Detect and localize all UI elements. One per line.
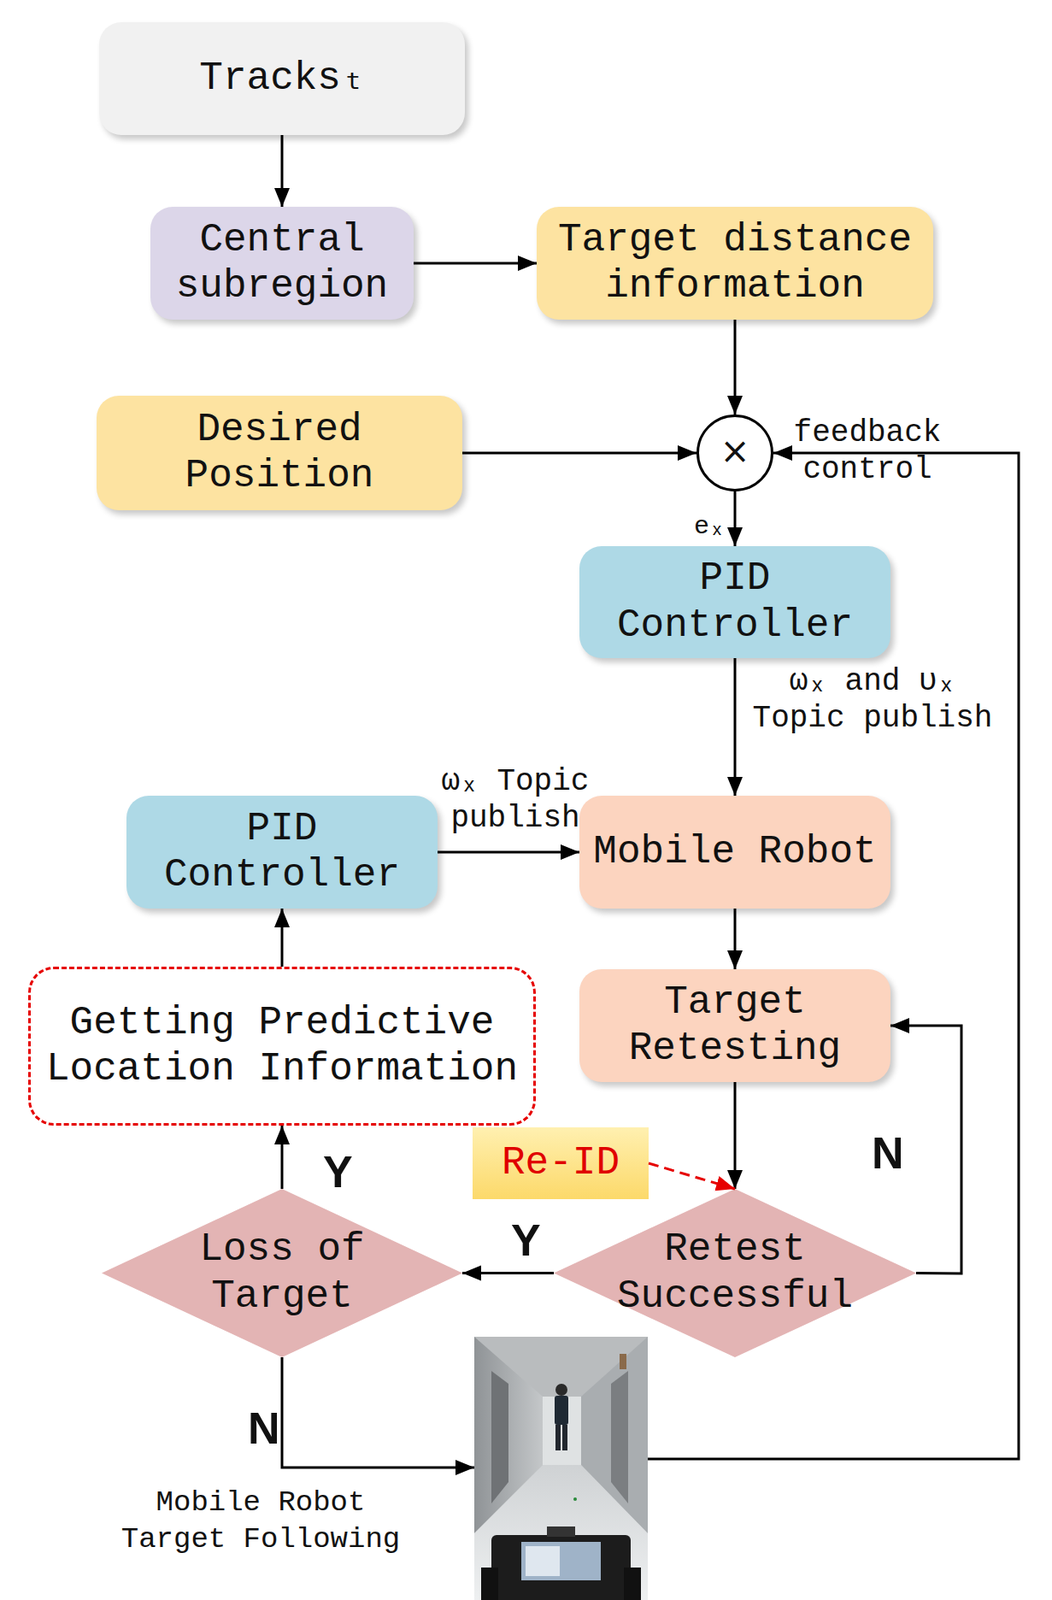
edge-label: ωₓ and υₓ Topic publish	[744, 663, 1001, 737]
branch-label: N	[871, 1126, 923, 1180]
node-text: Desired Position	[96, 406, 463, 500]
flow-arrow	[734, 319, 737, 415]
decision-diamond: Loss of Target	[101, 1188, 463, 1358]
diamond-outline	[101, 1188, 463, 1358]
diamond-fill	[553, 1188, 917, 1358]
diamond-fill	[101, 1188, 463, 1358]
flow-arrow	[647, 452, 1019, 1459]
flow-arrow	[734, 908, 737, 970]
flow-arrow	[734, 1081, 737, 1189]
edge-label: eₓ	[673, 511, 725, 542]
robot-box: Mobile Robot	[579, 795, 891, 909]
flow-arrow	[734, 491, 737, 547]
controller-box: PID Controller	[579, 546, 891, 659]
process-box: Target Retesting	[579, 969, 891, 1082]
robot-photo	[474, 1336, 648, 1600]
flow-arrow	[281, 1125, 284, 1189]
edge-label: feedback control	[781, 414, 953, 488]
controller-box: PID Controller	[126, 795, 438, 909]
flow-arrow	[462, 452, 697, 455]
node-text: Loss of Target	[175, 1226, 389, 1320]
flow-arrow	[281, 135, 284, 207]
circle-stroke	[698, 416, 773, 491]
photo-node: Mobile Robot Target Following	[474, 1336, 648, 1600]
process-box: Central subregion	[150, 206, 414, 320]
node-text: Tracksₜ	[192, 55, 371, 102]
node-text: PID Controller	[126, 805, 438, 900]
node-text: PID Controller	[579, 555, 891, 649]
flow-arrow	[281, 908, 284, 967]
node-text: Mobile Robot	[586, 828, 883, 876]
input-box: Tracksₜ	[99, 22, 465, 136]
edge-label: ωₓ Topic publish	[434, 763, 597, 837]
branch-label: N	[247, 1401, 300, 1455]
process-box: Desired Position	[96, 395, 463, 511]
decision-diamond: Retest Successful	[553, 1188, 917, 1358]
flow-arrow	[413, 262, 537, 265]
node-text: Target Retesting	[579, 979, 891, 1073]
flow-arrow	[734, 658, 737, 796]
highlight-box: Getting Predictive Location Information	[28, 966, 536, 1126]
branch-label: Y	[323, 1145, 375, 1199]
node-text: Re-ID	[494, 1140, 627, 1187]
note-tag: Re-ID	[472, 1127, 649, 1199]
node-text: Target distance information	[536, 217, 934, 311]
flow-arrow	[282, 1357, 475, 1468]
diamond-outline	[553, 1188, 917, 1358]
dashed-pointer	[648, 1163, 735, 1189]
node-text: Getting Predictive Location Information	[30, 999, 534, 1094]
node-text: ×	[719, 433, 750, 470]
summing-junction: ×	[696, 414, 774, 492]
process-box: Target distance information	[536, 206, 934, 320]
flow-arrow	[462, 1271, 554, 1275]
node-text: Central subregion	[150, 217, 414, 311]
branch-label: Y	[511, 1213, 563, 1267]
photo-caption: Mobile Robot Target Following	[106, 1484, 415, 1558]
flow-arrow	[437, 851, 580, 854]
node-text: Retest Successful	[606, 1226, 864, 1320]
